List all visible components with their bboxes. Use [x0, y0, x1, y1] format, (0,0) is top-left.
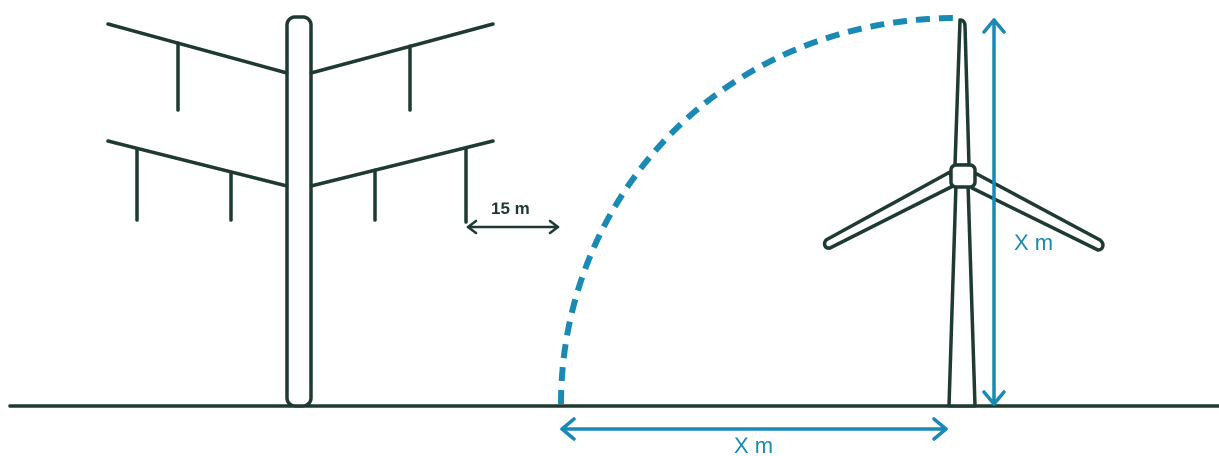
distance-arrowhead-right — [932, 417, 948, 441]
pylon-arm-lower-left — [106, 139, 289, 188]
pylon-arm-lower-right — [309, 139, 495, 188]
clearance-label: 15 m — [491, 199, 530, 218]
turbine-distance-dimension: X m — [560, 417, 948, 456]
turbine-blade — [970, 171, 1105, 252]
pylon-pole — [285, 15, 313, 408]
pylon-arm-upper-left — [106, 22, 289, 75]
distance-arrowhead-left — [560, 417, 576, 441]
turbine-blade — [822, 170, 955, 250]
turbine-tower — [947, 182, 977, 408]
height-arrowhead-top — [982, 18, 1006, 34]
turbine-distance-label: X m — [734, 433, 773, 456]
turbine-fall-radius-arc — [558, 15, 959, 405]
height-arrowhead-bottom — [982, 390, 1006, 406]
power-pylon — [106, 15, 495, 408]
turbine-blade — [953, 18, 971, 167]
turbine-hub — [949, 163, 977, 189]
turbine-height-dimension: X m — [982, 18, 1053, 406]
clearance-arrowhead-right — [548, 219, 560, 235]
clearance-dimension: 15 m — [466, 199, 560, 235]
clearance-arrowhead-left — [466, 219, 478, 235]
pylon-arm-upper-right — [309, 22, 495, 75]
turbine-height-label: X m — [1014, 230, 1053, 255]
wind-turbine — [822, 18, 1105, 408]
